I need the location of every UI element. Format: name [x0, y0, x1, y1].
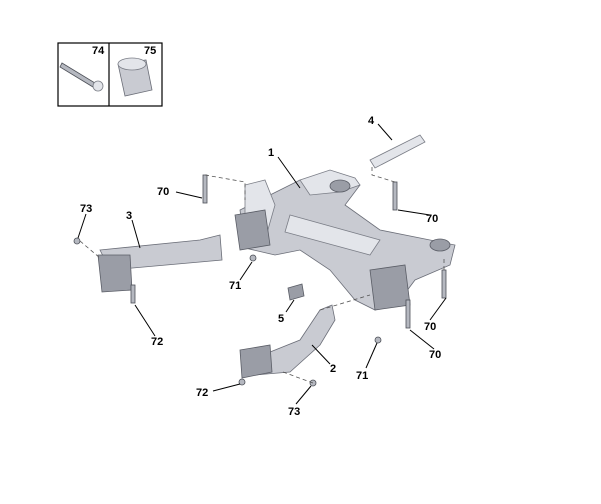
callout-71: 71 — [229, 280, 241, 292]
callout-70: 70 — [426, 213, 438, 225]
callout-2: 2 — [330, 363, 336, 375]
callout-5: 5 — [278, 313, 284, 325]
callout-1: 1 — [268, 147, 274, 159]
callout-73: 73 — [288, 406, 300, 418]
callout-72: 72 — [196, 387, 208, 399]
inset-label-74: 74 — [92, 45, 105, 57]
callouts: 4 1 70 70 73 3 71 5 72 70 2 70 71 72 73 — [80, 115, 441, 418]
bolts — [73, 174, 447, 387]
callout-3: 3 — [126, 210, 132, 222]
assembly-lines — [79, 165, 445, 384]
subframe-part-1 — [234, 169, 456, 311]
callout-70: 70 — [157, 186, 169, 198]
callout-4: 4 — [368, 115, 375, 127]
arm-part-3 — [97, 234, 223, 293]
callout-70: 70 — [424, 321, 436, 333]
inset-box: 74 75 — [57, 42, 163, 107]
callout-71: 71 — [356, 370, 368, 382]
rivet-nut-icon — [117, 57, 153, 97]
inset-label-75: 75 — [144, 45, 156, 57]
clip-part-5 — [287, 283, 305, 301]
bracket-part-4 — [369, 134, 426, 169]
callout-72: 72 — [151, 336, 163, 348]
arm-part-2 — [239, 304, 336, 379]
leader-lines — [77, 123, 447, 405]
screw-icon — [59, 62, 104, 92]
callout-73: 73 — [80, 203, 92, 215]
callout-70: 70 — [429, 349, 441, 361]
